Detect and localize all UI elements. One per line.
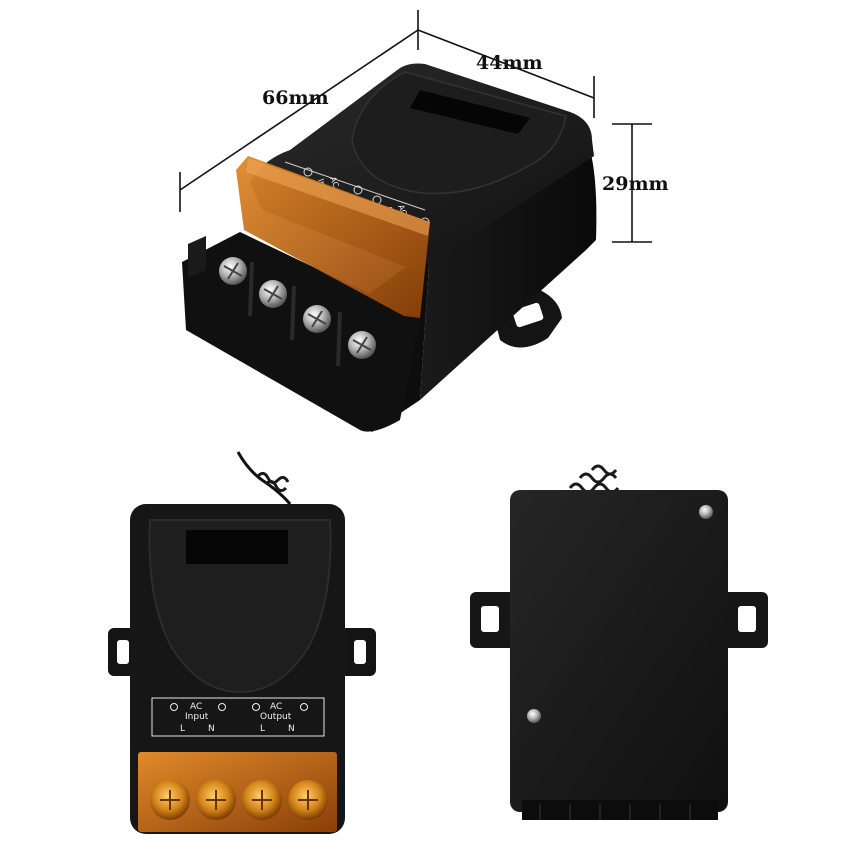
front-terminal-label-strip: AC Input AC Output L N L N (151, 697, 325, 737)
top-ac-input-label: AC (328, 175, 341, 189)
input-live-label: L (180, 724, 185, 734)
receiver-back-view (470, 464, 768, 820)
length-dimension: 66mm (262, 87, 329, 109)
output-live-label: L (260, 724, 265, 734)
receiver-3d-view: AC Input AC Output (182, 63, 597, 432)
output-label: Output (260, 712, 292, 722)
terminal-cover[interactable] (236, 156, 430, 318)
ac-input-heading: AC (190, 702, 202, 712)
back-screw-bottom (527, 709, 541, 723)
width-dimension: 44mm (476, 52, 543, 74)
output-neutral-label: N (288, 724, 295, 734)
input-label: Input (185, 712, 209, 722)
top-view-screws (219, 257, 376, 359)
dimension-lines (179, 10, 652, 243)
input-neutral-label: N (208, 724, 215, 734)
back-screw-top (699, 505, 713, 519)
receiver-front-view: AC Input AC Output L N L N (108, 451, 376, 834)
front-view-screws (150, 780, 328, 820)
front-terminal-cover[interactable] (138, 752, 337, 832)
height-dimension: 29mm (602, 173, 669, 195)
ac-output-heading: AC (270, 702, 282, 712)
